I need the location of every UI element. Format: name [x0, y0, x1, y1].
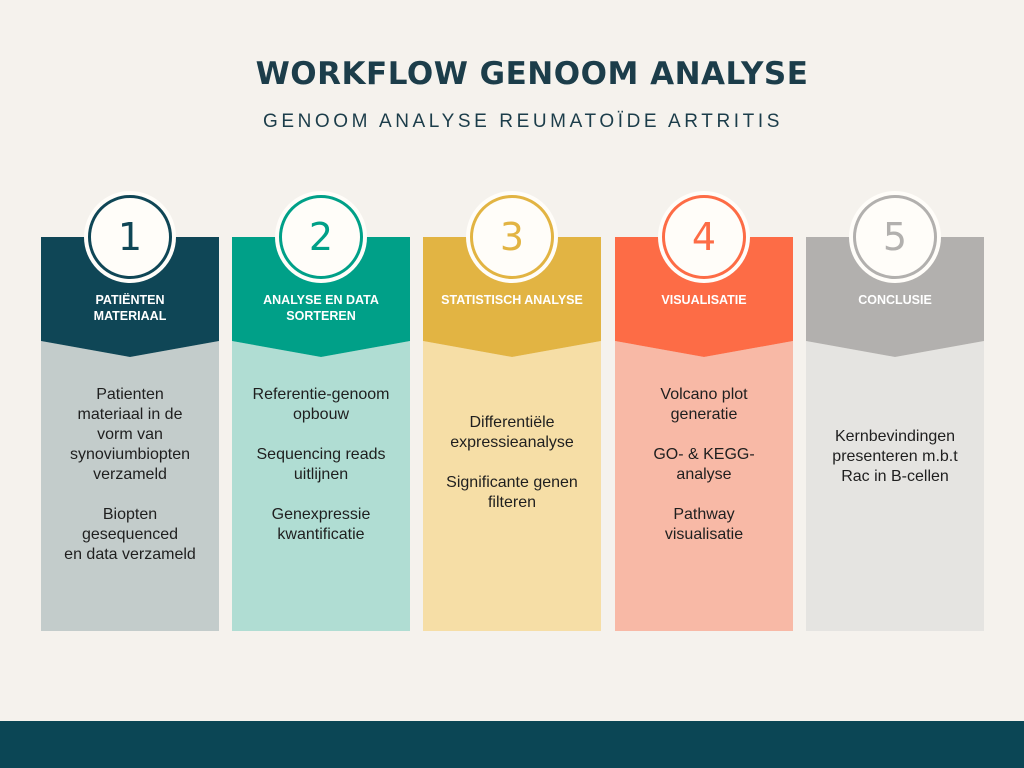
step-paragraph: GO- & KEGG-analyse [619, 445, 789, 485]
step-label-line: PATIËNTEN [95, 293, 165, 307]
step-text-line: expressieanalyse [450, 434, 574, 451]
step-text-line: Differentiële [469, 414, 555, 431]
step-label-line: CONCLUSIE [858, 293, 932, 307]
step-paragraph: Biopten gesequenced en data verzameld [45, 505, 215, 565]
step-label: STATISTISCH ANALYSE [423, 292, 601, 308]
step-number: 4 [691, 215, 717, 259]
step-paragraph: Volcano plot generatie [619, 385, 789, 425]
step-label-line: STATISTISCH ANALYSE [441, 293, 583, 307]
step-text-line: uitlijnen [293, 466, 349, 483]
step-description: Patienten materiaal in de vorm van synovium… [45, 385, 215, 565]
step-text-line: Rac in B-cellen [841, 468, 949, 485]
step-body [232, 341, 410, 631]
step-card-3: STATISTISCH ANALYSE Differentiële expressi… [423, 237, 601, 631]
step-number-circle: 5 [853, 195, 937, 279]
step-text-line: presenteren m.b.t [832, 448, 958, 465]
step-text-line: en data verzameld [64, 546, 196, 563]
step-number-circle: 2 [279, 195, 363, 279]
step-card-1: PATIËNTEN MATERIAAL Patienten materiaal in … [41, 237, 219, 631]
step-paragraph: Genexpressie kwantificatie [236, 505, 406, 545]
step-body [41, 341, 219, 631]
step-number: 3 [499, 215, 525, 259]
step-number-circle: 4 [662, 195, 746, 279]
step-text-line: analyse [676, 466, 732, 483]
step-number: 2 [308, 215, 334, 259]
step-card-5: CONCLUSIE Kernbevindingen presenteren m.b.… [806, 237, 984, 631]
step-number-circle: 3 [470, 195, 554, 279]
step-text-line: verzameld [93, 466, 167, 483]
step-label-line: MATERIAAL [93, 309, 167, 323]
step-text-line: Patienten [96, 386, 164, 403]
step-text-line: Volcano plot [660, 386, 748, 403]
step-paragraph: Referentie-genoom opbouw [236, 385, 406, 425]
step-number: 5 [882, 215, 908, 259]
step-text-line: filteren [487, 494, 537, 511]
step-text-line: Significante genen [446, 474, 578, 491]
step-text-line: Pathway [673, 506, 735, 523]
page-subtitle: GENOOM ANALYSE REUMATOÏDE ARTRITIS [262, 111, 784, 132]
page-title: WORKFLOW GENOOM ANALYSE [255, 56, 809, 92]
step-text-line: opbouw [292, 406, 350, 423]
step-label: CONCLUSIE [806, 292, 984, 308]
step-paragraph: Patienten materiaal in de vorm van synovium… [45, 385, 215, 485]
step-text-line: Kernbevindingen [834, 428, 956, 445]
step-paragraph: Significante genen filteren [427, 473, 597, 513]
step-body [615, 341, 793, 631]
step-text-line: visualisatie [664, 526, 744, 543]
step-text-line: materiaal in de [77, 406, 183, 423]
step-text-line: Biopten [102, 506, 158, 523]
step-text-line: synoviumbiopten [69, 446, 191, 463]
step-body [806, 341, 984, 631]
step-text-line: kwantificatie [277, 526, 365, 543]
step-label-line: VISUALISATIE [661, 293, 747, 307]
step-label: VISUALISATIE [615, 292, 793, 308]
step-paragraph: Pathway visualisatie [619, 505, 789, 545]
step-text-line: GO- & KEGG- [653, 446, 755, 463]
step-text-line: gesequenced [81, 526, 179, 543]
step-text-line: Genexpressie [271, 506, 371, 523]
step-text-line: generatie [670, 406, 738, 423]
step-label: ANALYSE EN DATA SORTEREN [232, 292, 410, 324]
step-number: 1 [117, 215, 143, 259]
step-paragraph: Differentiële expressieanalyse [427, 413, 597, 453]
step-paragraph: Sequencing reads uitlijnen [236, 445, 406, 485]
step-number-circle: 1 [88, 195, 172, 279]
step-text-line: vorm van [97, 426, 163, 443]
step-label-line: SORTEREN [286, 309, 356, 323]
step-card-2: ANALYSE EN DATA SORTEREN Referentie-genoom… [232, 237, 410, 631]
step-label-line: ANALYSE EN DATA [263, 293, 379, 307]
step-text-line: Referentie-genoom [252, 386, 390, 403]
step-text-line: Sequencing reads [256, 446, 386, 463]
step-label: PATIËNTEN MATERIAAL [41, 292, 219, 324]
footer-bar [0, 721, 1024, 768]
step-body [423, 341, 601, 631]
